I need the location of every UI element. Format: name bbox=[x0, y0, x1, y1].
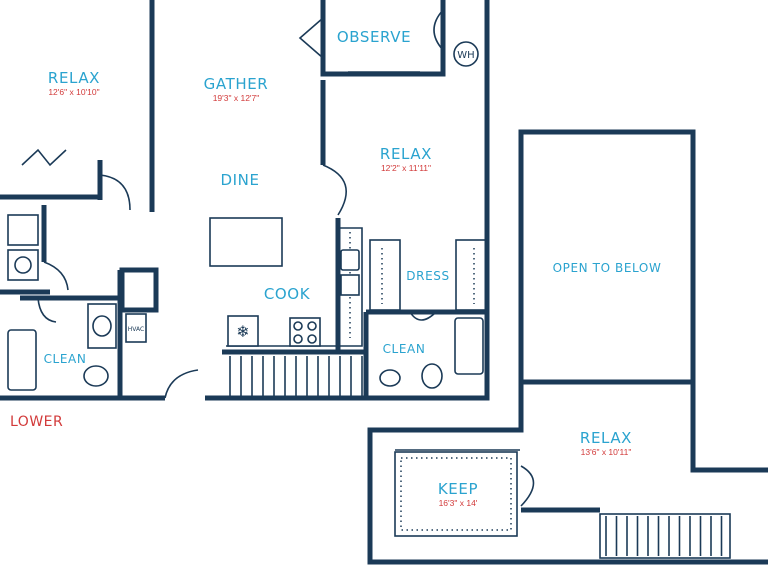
water-heater bbox=[453, 41, 479, 67]
sink-mid bbox=[379, 369, 401, 387]
upper-level bbox=[367, 129, 768, 565]
room-dress: DRESS bbox=[406, 269, 449, 283]
dress-door bbox=[409, 311, 437, 321]
room-observe: OBSERVE bbox=[337, 28, 411, 46]
dryer bbox=[7, 249, 39, 281]
observe-door-left bbox=[298, 17, 324, 59]
left-room-closet-door bbox=[21, 148, 67, 167]
kitchen-island bbox=[209, 217, 283, 267]
left-room-door bbox=[99, 174, 131, 211]
sink-left bbox=[92, 315, 112, 337]
room-clean-left: CLEAN bbox=[44, 352, 87, 366]
washer bbox=[7, 214, 39, 246]
observe-door-right bbox=[433, 9, 444, 51]
dress-closet-left bbox=[369, 239, 401, 311]
bath-left-door bbox=[37, 297, 57, 323]
room-keep: KEEP bbox=[438, 480, 478, 498]
keep-door bbox=[520, 465, 535, 507]
lower-right-wall bbox=[205, 0, 490, 401]
level-label-lower: LOWER bbox=[10, 414, 63, 430]
dim-relax-left: 12'6" x 10'10" bbox=[48, 87, 99, 97]
snowflake-icon: ❄ bbox=[236, 322, 249, 341]
hvac-label: HVAC bbox=[128, 326, 144, 333]
bathtub-left bbox=[7, 329, 37, 391]
keep-closet bbox=[394, 451, 518, 537]
burner-4 bbox=[307, 334, 317, 344]
upper-outline bbox=[367, 382, 768, 565]
upper-right-wall bbox=[690, 382, 768, 473]
room-relax-left: RELAX bbox=[48, 69, 100, 87]
upper-stairs bbox=[599, 513, 731, 559]
refrigerator bbox=[227, 315, 259, 347]
room-relax-mid: RELAX bbox=[380, 145, 432, 163]
lower-level: WH ❄ bbox=[0, 0, 490, 401]
room-gather: GATHER bbox=[204, 75, 269, 93]
room-relax-upper: RELAX bbox=[580, 429, 632, 447]
entry-door bbox=[164, 369, 199, 399]
toilet-left bbox=[83, 365, 109, 387]
toilet-mid bbox=[421, 363, 443, 389]
burner-3 bbox=[293, 334, 303, 344]
dryer-drum bbox=[14, 256, 32, 274]
relax-mid-door bbox=[322, 164, 347, 216]
dim-relax-mid: 12'2" x 11'11" bbox=[381, 163, 431, 173]
utility-door bbox=[43, 261, 69, 291]
burner-1 bbox=[293, 321, 303, 331]
observe-walls bbox=[320, 0, 446, 77]
dress-closet-right bbox=[455, 239, 487, 311]
stair-treads bbox=[229, 356, 723, 556]
hvac-closet bbox=[125, 313, 147, 343]
dim-gather: 19'3" x 12'7" bbox=[213, 93, 260, 103]
room-clean-mid: CLEAN bbox=[383, 342, 426, 356]
kitchen-sink bbox=[340, 249, 360, 271]
dishwasher bbox=[340, 274, 360, 296]
dim-keep: 16'3" x 14' bbox=[439, 498, 478, 508]
room-open-below: OPEN TO BELOW bbox=[553, 261, 662, 275]
upper-outline-top bbox=[518, 129, 696, 385]
room-dine: DINE bbox=[220, 171, 259, 189]
dim-relax-upper: 13'6" x 10'11" bbox=[581, 447, 632, 457]
keep-rod bbox=[400, 457, 512, 531]
burner-2 bbox=[307, 321, 317, 331]
room-cook: COOK bbox=[264, 285, 311, 303]
water-heater-label: WH bbox=[457, 50, 474, 61]
closet-small bbox=[119, 267, 159, 313]
bathtub-mid bbox=[454, 317, 484, 375]
